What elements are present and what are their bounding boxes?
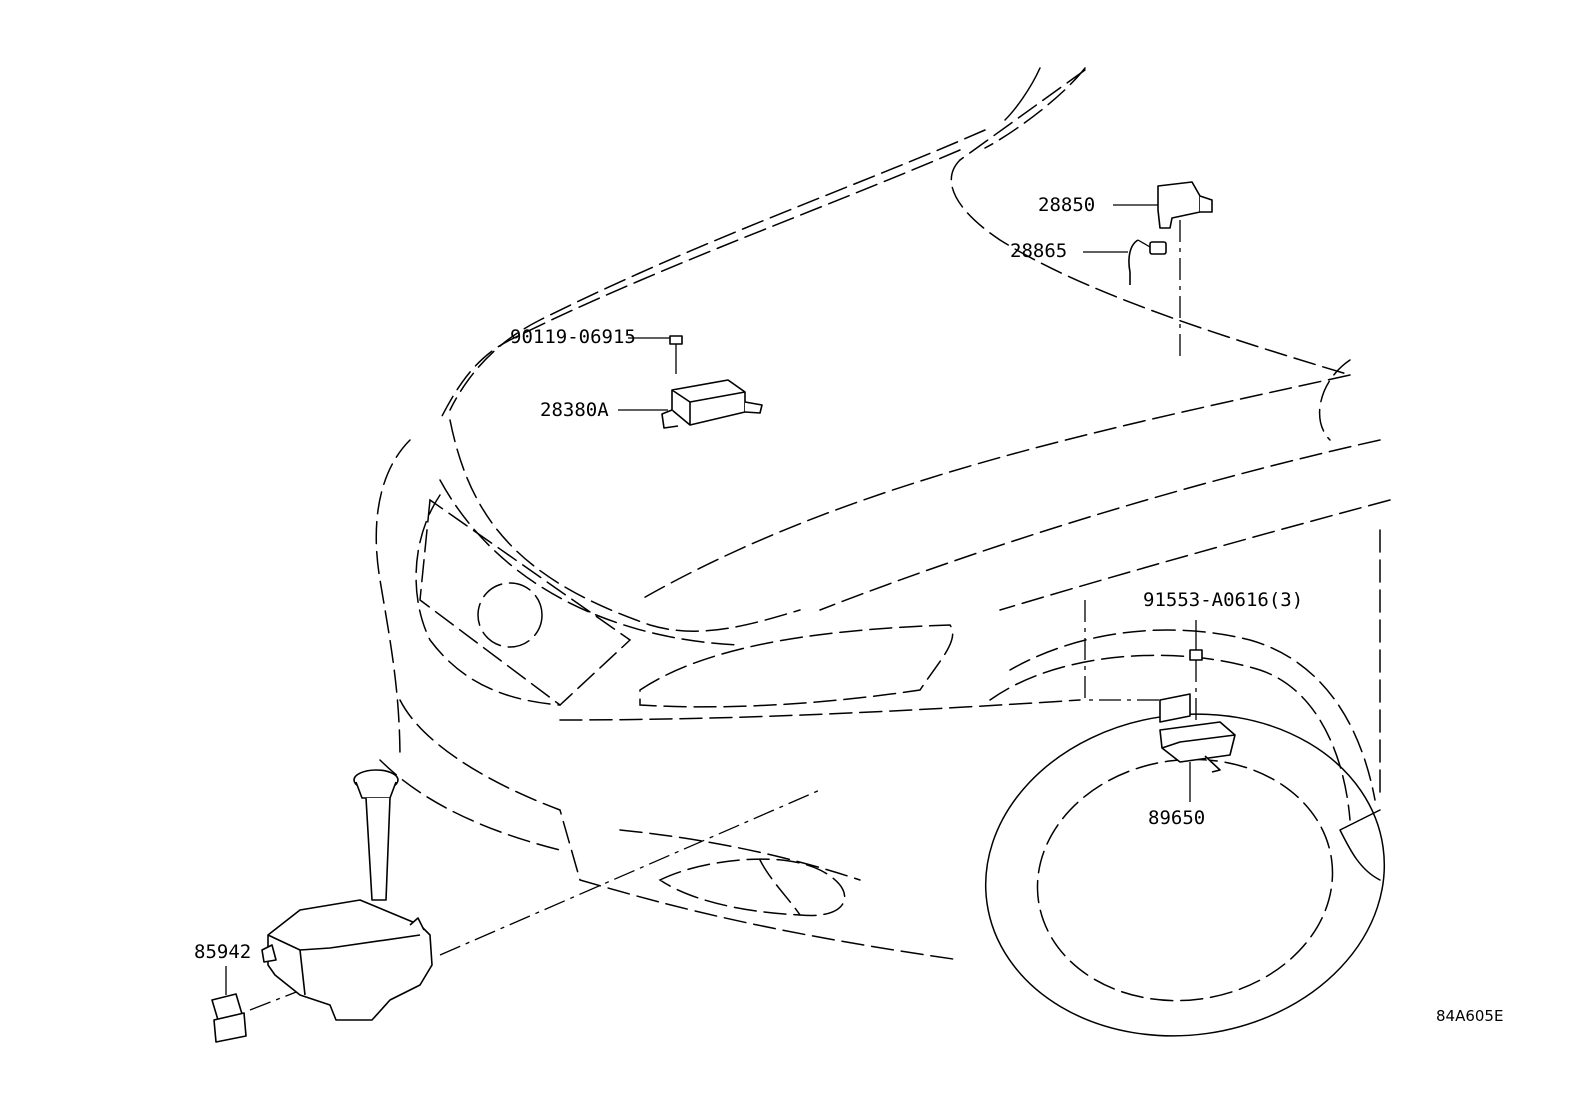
label-28865: 28865 [1010, 240, 1067, 262]
part-28865-harness[interactable] [1083, 239, 1167, 285]
label-89650: 89650 [1148, 807, 1205, 829]
label-85942: 85942 [194, 941, 251, 963]
drawing-code: 84A605E [1436, 1007, 1503, 1025]
vehicle-outline [375, 67, 1391, 1037]
part-28380A-module[interactable] [618, 379, 763, 429]
part-labels: 28850 28865 90119-06915 28380A 91553-A06… [194, 194, 1503, 1025]
label-91553-A0616: 91553-A0616(3) [1143, 589, 1303, 611]
label-28380A: 28380A [540, 399, 609, 421]
washer-tank[interactable] [261, 769, 433, 1021]
part-90119-bolt[interactable] [628, 335, 683, 352]
reference-lines [249, 220, 1197, 1011]
label-28850: 28850 [1038, 194, 1095, 216]
part-85942-connector[interactable] [211, 966, 247, 1043]
part-28850-sensor[interactable] [1113, 181, 1213, 229]
part-89650-sensor[interactable] [1159, 693, 1236, 802]
part-91553-bolt[interactable] [1189, 620, 1203, 661]
label-90119-06915: 90119-06915 [510, 326, 636, 348]
